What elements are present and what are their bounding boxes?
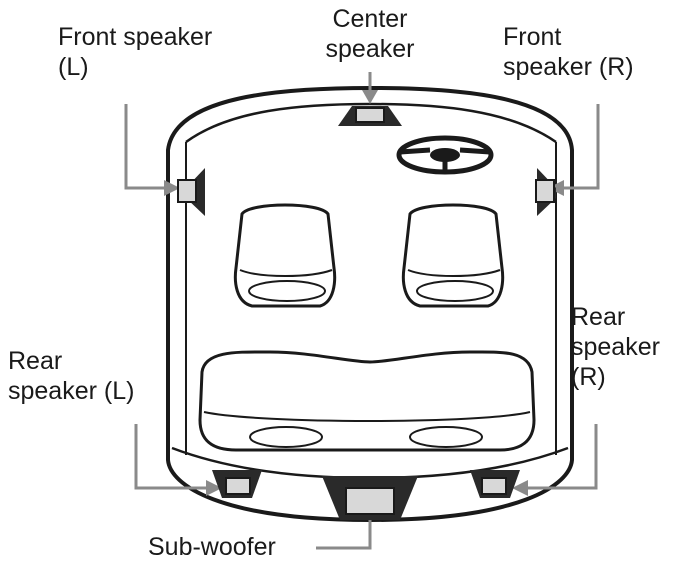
arrow-center [362, 90, 378, 104]
subwoofer-speaker [322, 476, 418, 520]
steering-wheel [396, 135, 494, 175]
label-line: speaker [571, 333, 660, 361]
front-seat-right [401, 203, 505, 308]
label-line: speaker (L) [8, 377, 135, 405]
label-rear-speaker-right: Rear speaker (R) [571, 302, 660, 392]
label-center-speaker: Center speaker [300, 4, 440, 64]
label-line: (L) [58, 53, 89, 81]
label-line: speaker (R) [503, 53, 634, 81]
front-left-speaker [177, 168, 205, 216]
rear-seat [198, 350, 536, 452]
label-rear-speaker-left: Rear speaker (L) [8, 346, 134, 406]
label-line: Rear [8, 347, 63, 375]
label-line: Front [503, 23, 562, 51]
center-speaker [338, 106, 402, 126]
rear-left-speaker [212, 470, 262, 498]
label-front-speaker-right: Front speaker (R) [503, 22, 634, 82]
arrow-rear-right [512, 480, 528, 496]
leader-subwoofer [316, 514, 372, 550]
label-line: Center [332, 5, 408, 33]
label-line: (R) [571, 363, 606, 391]
front-seat-left [233, 203, 337, 308]
leader-rear-left [134, 424, 210, 490]
label-subwoofer: Sub-woofer [148, 532, 276, 562]
arrow-rear-left [206, 480, 222, 496]
car-body-outline [166, 85, 574, 523]
windshield-line [185, 102, 557, 144]
label-line: Sub-woofer [148, 533, 276, 561]
rear-right-speaker [470, 470, 520, 498]
front-right-speaker [535, 168, 556, 216]
leader-front-right [558, 104, 600, 190]
label-line: Rear [571, 303, 626, 331]
label-line: Front speaker [58, 23, 213, 51]
arrow-front-left [164, 180, 180, 196]
label-line: speaker [325, 35, 415, 63]
leader-front-left [124, 104, 168, 190]
leader-arrowheads [164, 90, 564, 518]
label-front-speaker-left: Front speaker (L) [58, 22, 212, 82]
leader-rear-right [524, 424, 598, 490]
